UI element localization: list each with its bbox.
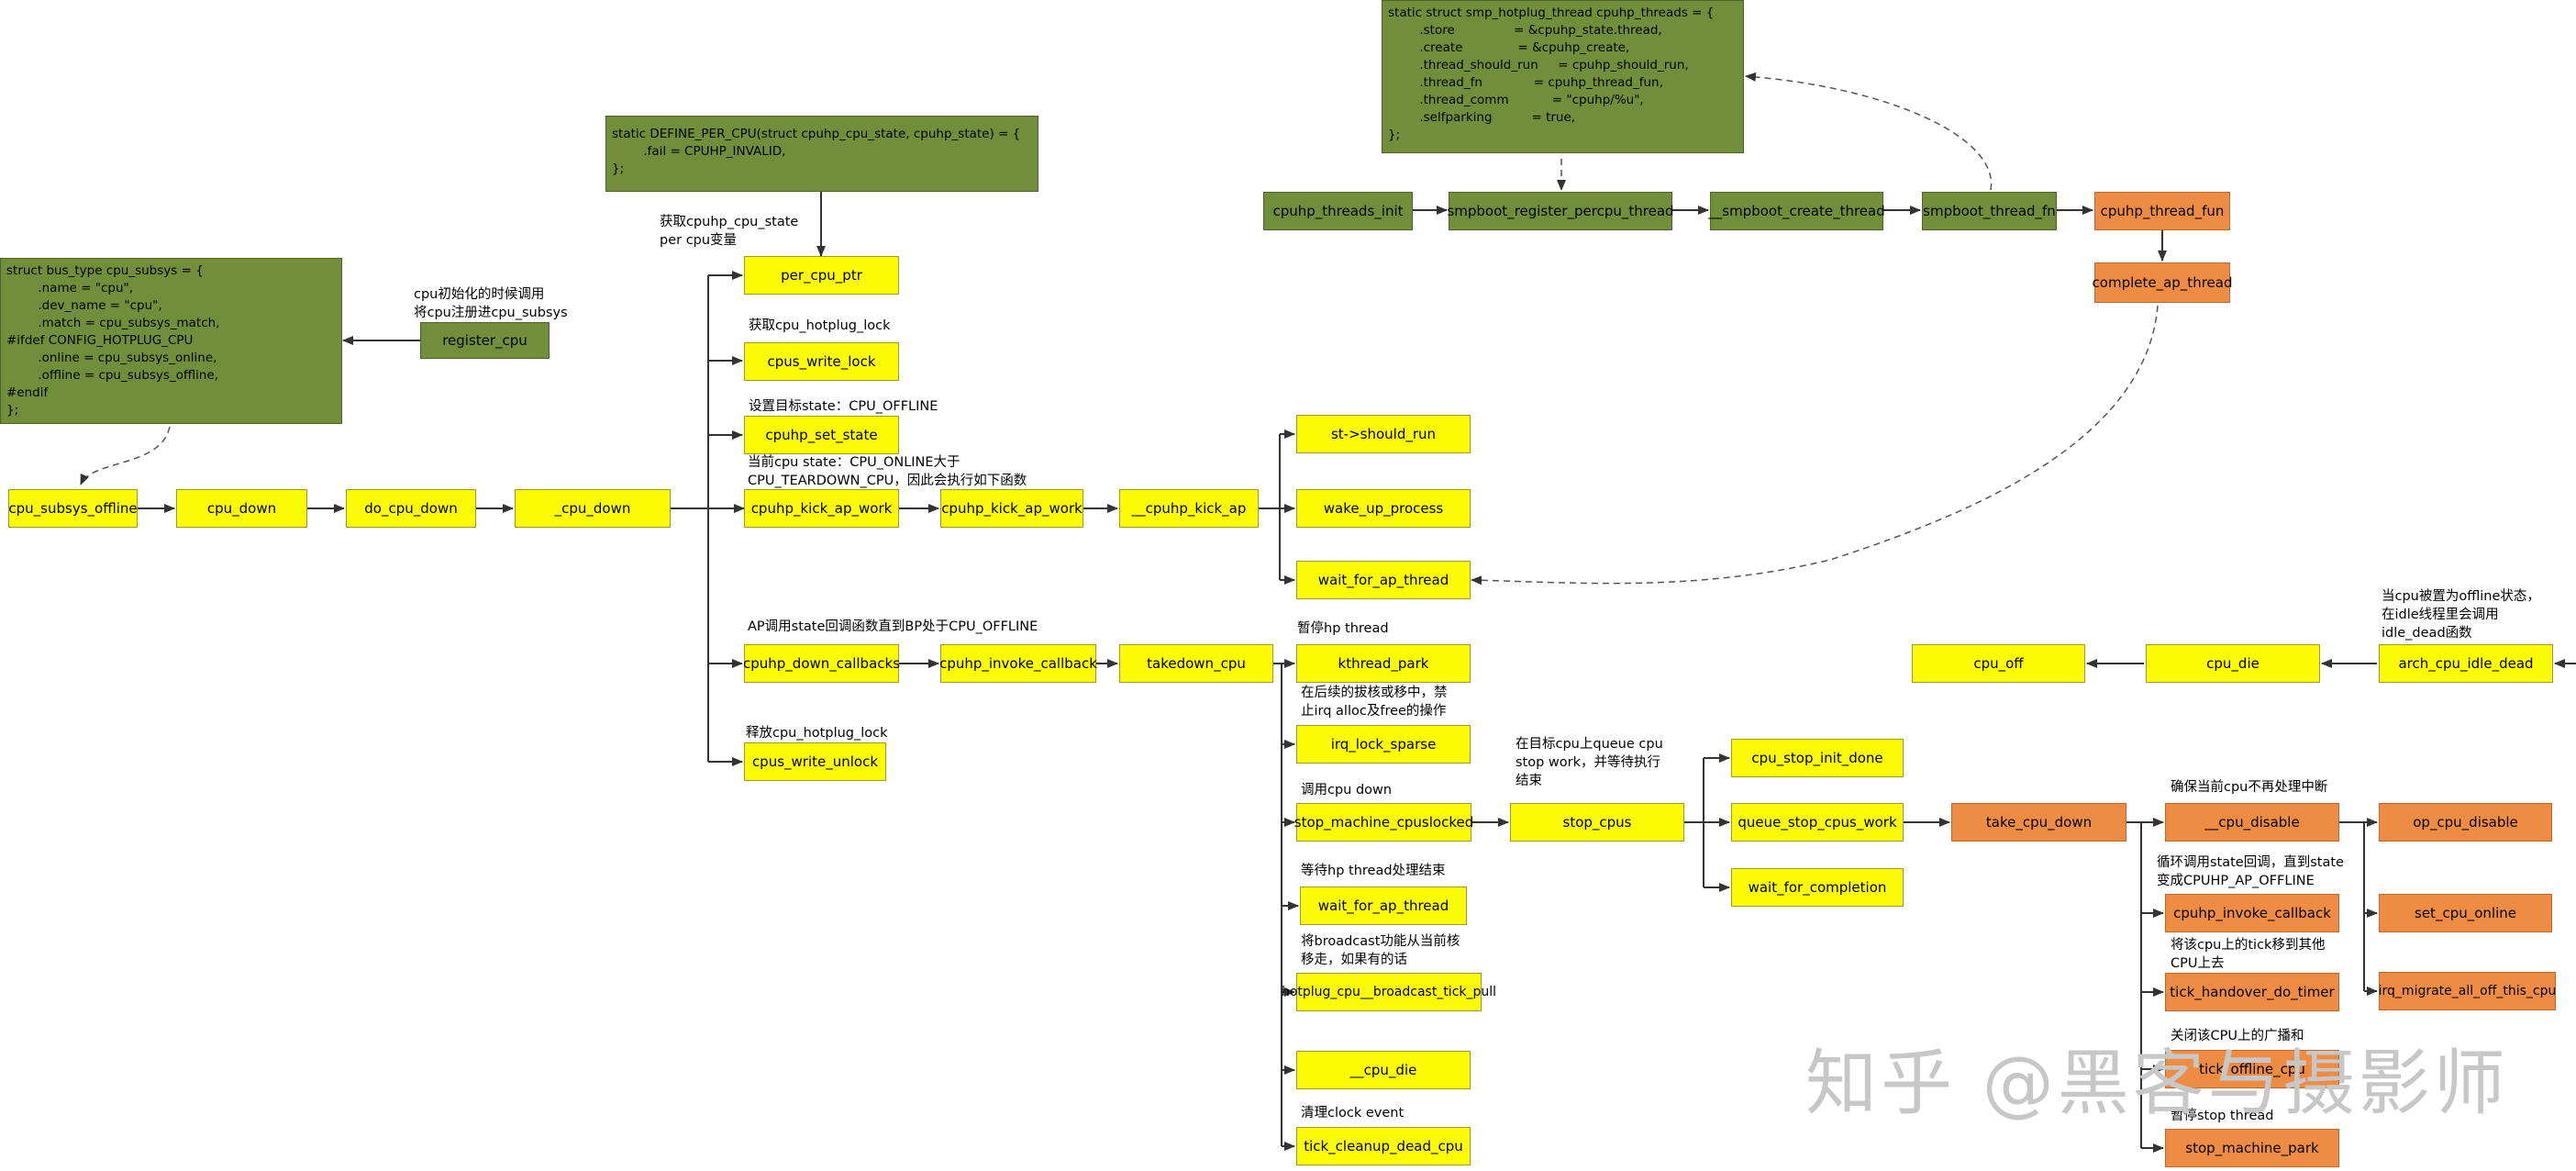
cpuhp-set-state-node[interactable]: cpuhp_set_state bbox=[744, 416, 899, 454]
invoke-callback-note: 循环调用state回调，直到state 变成CPUHP_AP_OFFLINE bbox=[2157, 855, 2344, 888]
set-state-note: 设置目标state：CPU_OFFLINE bbox=[749, 399, 938, 414]
underscore-cpu-die-node[interactable]: __cpu_die bbox=[1296, 1051, 1471, 1089]
hotplug-thread-code-block: static struct smp_hotplug_thread cpuhp_t… bbox=[1382, 0, 1744, 153]
tick-offline-cpu-node[interactable]: tick_offline_cpu bbox=[2165, 1050, 2339, 1088]
write-unlock-note: 释放cpu_hotplug_lock bbox=[746, 726, 888, 741]
cpus-write-unlock-node[interactable]: cpus_write_unlock bbox=[744, 742, 886, 781]
do-cpu-down-node[interactable]: do_cpu_down bbox=[346, 489, 476, 528]
irq-lock-sparse-node[interactable]: irq_lock_sparse bbox=[1296, 725, 1471, 764]
define-per-cpu-code-block: static DEFINE_PER_CPU(struct cpuhp_cpu_s… bbox=[605, 116, 1038, 192]
broadcast-note: 将broadcast功能从当前核 移走，如果有的话 bbox=[1301, 934, 1460, 967]
takedown-cpu-node[interactable]: takedown_cpu bbox=[1119, 644, 1273, 683]
per-cpu-ptr-note: 获取cpuhp_cpu_state per cpu变量 bbox=[660, 215, 799, 248]
cpu-down-node[interactable]: cpu_down bbox=[176, 489, 307, 528]
wait-for-completion-node[interactable]: wait_for_completion bbox=[1731, 868, 1904, 907]
st-should-run-node[interactable]: st->should_run bbox=[1296, 415, 1471, 453]
kick-ap-work-note: 当前cpu state：CPU_ONLINE大于 CPU_TEARDOWN_CP… bbox=[748, 455, 1027, 488]
tick-handover-do-timer-node[interactable]: tick_handover_do_timer bbox=[2165, 973, 2339, 1011]
stop-machine-note: 调用cpu down bbox=[1301, 783, 1393, 797]
stop-machine-park-note: 暂停stop thread bbox=[2171, 1109, 2274, 1123]
arch-cpu-idle-dead-node[interactable]: arch_cpu_idle_dead bbox=[2379, 644, 2553, 683]
take-cpu-down-node[interactable]: take_cpu_down bbox=[1951, 803, 2126, 842]
smpboot-thread-fn-node[interactable]: smpboot_thread_fn bbox=[1922, 192, 2057, 230]
cpu-die-node[interactable]: cpu_die bbox=[2146, 644, 2320, 683]
register-cpu-node[interactable]: register_cpu bbox=[420, 322, 550, 359]
cpu-subsys-offline-node[interactable]: cpu_subsys_offline bbox=[8, 489, 138, 528]
tick-handover-note: 将该cpu上的tick移到其他 CPU上去 bbox=[2171, 938, 2326, 971]
register-cpu-note: cpu初始化的时候调用 将cpu注册进cpu_subsys bbox=[414, 287, 568, 320]
cpuhp-invoke-callback-node-2[interactable]: cpuhp_invoke_callback bbox=[2165, 894, 2339, 932]
wait-for-ap-thread-node-1[interactable]: wait_for_ap_thread bbox=[1296, 561, 1471, 599]
underscore-cpuhp-kick-ap-node[interactable]: __cpuhp_kick_ap bbox=[1119, 489, 1259, 528]
cpu-disable-note: 确保当前cpu不再处理中断 bbox=[2171, 780, 2328, 795]
kthread-park-node[interactable]: kthread_park bbox=[1296, 644, 1471, 683]
stop-cpus-note: 在目标cpu上queue cpu stop work，并等待执行 结束 bbox=[1516, 737, 1663, 788]
per-cpu-ptr-node[interactable]: per_cpu_ptr bbox=[744, 256, 899, 295]
wait-for-ap-thread-note: 等待hp thread处理结束 bbox=[1301, 864, 1446, 878]
stop-cpus-node[interactable]: stop_cpus bbox=[1510, 803, 1684, 842]
underscore-cpu-disable-node[interactable]: __cpu_disable bbox=[2165, 803, 2339, 842]
cpuhp-threads-init-node[interactable]: cpuhp_threads_init bbox=[1263, 192, 1413, 230]
cpuhp-invoke-callback-node-1[interactable]: cpuhp_invoke_callback bbox=[939, 644, 1097, 683]
idle-dead-note: 当cpu被置为offline状态， 在idle线程里会调用 idle_dead函… bbox=[2382, 589, 2540, 641]
tick-cleanup-dead-cpu-node[interactable]: tick_cleanup_dead_cpu bbox=[1296, 1127, 1471, 1165]
cpus-write-lock-note: 获取cpu_hotplug_lock bbox=[749, 318, 891, 333]
kthread-park-note: 暂停hp thread bbox=[1297, 621, 1389, 636]
stop-machine-park-node[interactable]: stop_machine_park bbox=[2165, 1129, 2339, 1167]
cpuhp-kick-ap-work-node-1[interactable]: cpuhp_kick_ap_work bbox=[744, 489, 899, 528]
complete-ap-thread-node[interactable]: complete_ap_thread bbox=[2093, 262, 2232, 303]
tick-cleanup-note: 清理clock event bbox=[1301, 1106, 1405, 1121]
stop-machine-cpuslocked-node[interactable]: stop_machine_cpuslocked bbox=[1294, 803, 1473, 842]
zhihu-watermark: 知乎 @黑客与摄影师 bbox=[1805, 1043, 2509, 1125]
irq-lock-sparse-note: 在后续的拔核或移中，禁 止irq alloc及free的操作 bbox=[1301, 686, 1448, 719]
smpboot-register-percpu-thread-node[interactable]: smpboot_register_percpu_thread bbox=[1447, 192, 1674, 230]
hotplug-cpu-broadcast-tick-pull-node[interactable]: hotplug_cpu__broadcast_tick_pull bbox=[1282, 973, 1496, 1011]
cpu-subsys-code-block: struct bus_type cpu_subsys = { .name = "… bbox=[0, 258, 342, 424]
cpu-stop-init-done-node[interactable]: cpu_stop_init_done bbox=[1731, 739, 1904, 777]
tick-offline-note: 关闭该CPU上的广播和 bbox=[2171, 1029, 2304, 1043]
irq-migrate-all-off-this-cpu-node[interactable]: irq_migrate_all_off_this_cpu bbox=[2379, 972, 2556, 1010]
cpu-off-node[interactable]: cpu_off bbox=[1912, 644, 2085, 683]
cpuhp-kick-ap-work-node-2[interactable]: cpuhp_kick_ap_work bbox=[940, 489, 1083, 528]
cpuhp-thread-fun-node[interactable]: cpuhp_thread_fun bbox=[2094, 192, 2230, 230]
op-cpu-disable-node[interactable]: op_cpu_disable bbox=[2379, 803, 2552, 842]
cpuhp-down-callbacks-node[interactable]: cpuhp_down_callbacks bbox=[743, 644, 900, 683]
underscore-smpboot-create-thread-node[interactable]: __smpboot_create_thread bbox=[1708, 192, 1885, 230]
underscore-cpu-down-node[interactable]: _cpu_down bbox=[515, 489, 671, 528]
wait-for-ap-thread-node-2[interactable]: wait_for_ap_thread bbox=[1300, 887, 1467, 925]
cpus-write-lock-node[interactable]: cpus_write_lock bbox=[744, 342, 899, 381]
set-cpu-online-node[interactable]: set_cpu_online bbox=[2379, 894, 2552, 932]
queue-stop-cpus-work-node[interactable]: queue_stop_cpus_work bbox=[1731, 803, 1904, 842]
down-callbacks-note: AP调用state回调函数直到BP处于CPU_OFFLINE bbox=[748, 619, 1038, 634]
wake-up-process-node[interactable]: wake_up_process bbox=[1296, 489, 1471, 528]
